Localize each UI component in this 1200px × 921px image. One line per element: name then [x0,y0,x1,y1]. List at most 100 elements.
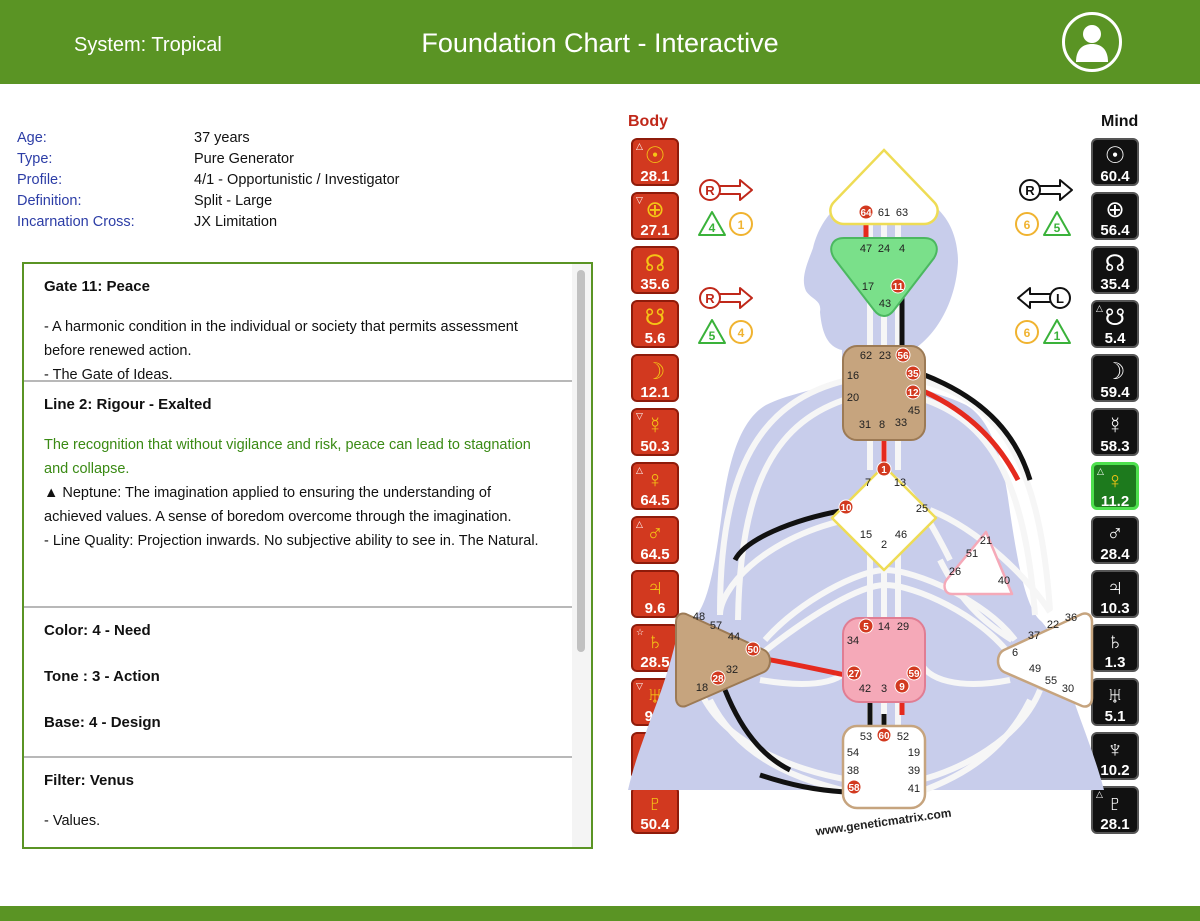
gate-26[interactable]: 26 [949,566,961,578]
gate-2[interactable]: 2 [881,539,887,551]
gate-57[interactable]: 57 [710,620,722,632]
gate-34[interactable]: 34 [847,635,859,647]
gate-4[interactable]: 4 [899,243,905,255]
gate-10[interactable]: 10 [838,499,854,515]
user-avatar-button[interactable] [1062,12,1122,72]
body-saturn-planet[interactable]: ☆♄28.5 [631,624,679,672]
gate-44[interactable]: 44 [728,631,740,643]
body-moon-planet[interactable]: ☽12.1 [631,354,679,402]
body-uranus-planet[interactable]: ▽♅9.2 [631,678,679,726]
body-sun-planet[interactable]: △☉28.1 [631,138,679,186]
gate-36[interactable]: 36 [1065,612,1077,624]
mind-neptune-planet[interactable]: ♆10.2 [1091,732,1139,780]
mind-moon-planet[interactable]: ☽59.4 [1091,354,1139,402]
gate-3[interactable]: 3 [881,683,887,695]
gate-7[interactable]: 7 [865,477,871,489]
gate-11[interactable]: 11 [890,278,906,294]
gate-14[interactable]: 14 [878,621,890,633]
gate-27[interactable]: 27 [846,665,862,681]
body-north-node-planet[interactable]: ☊35.6 [631,246,679,294]
gate-53[interactable]: 53 [860,731,872,743]
gate-30[interactable]: 30 [1062,683,1074,695]
gate-38[interactable]: 38 [847,765,859,777]
gate-5[interactable]: 5 [858,618,874,634]
details-scrollbar[interactable] [572,264,591,847]
body-neptune-planet[interactable]: ♆11.5 [631,732,679,780]
gate-19[interactable]: 19 [908,747,920,759]
body-venus-planet[interactable]: △♀64.5 [631,462,679,510]
gate-15[interactable]: 15 [860,529,872,541]
body-earth-planet[interactable]: ▽⊕27.1 [631,192,679,240]
gate-24[interactable]: 24 [878,243,890,255]
scrollbar-thumb[interactable] [577,270,585,652]
gate-55[interactable]: 55 [1045,675,1057,687]
gate-48[interactable]: 48 [693,611,705,623]
body-pluto-planet[interactable]: ♇50.4 [631,786,679,834]
gate-63[interactable]: 63 [896,207,908,219]
body-south-node-planet[interactable]: ☋5.6 [631,300,679,348]
mind-uranus-planet[interactable]: ♅5.1 [1091,678,1139,726]
gate-45[interactable]: 45 [908,405,920,417]
gate-41[interactable]: 41 [908,783,920,795]
gate-42[interactable]: 42 [859,683,871,695]
mind-north-node-planet[interactable]: ☊35.4 [1091,246,1139,294]
mind-venus-planet[interactable]: △♀11.2 [1091,462,1139,510]
gate-12[interactable]: 12 [905,384,921,400]
gate-58[interactable]: 58 [846,779,862,795]
mind-south-node-planet[interactable]: △☋5.4 [1091,300,1139,348]
gate-39[interactable]: 39 [908,765,920,777]
gate-6[interactable]: 6 [1012,647,1018,659]
mind-jupiter-planet[interactable]: ♃10.3 [1091,570,1139,618]
gate-50[interactable]: 50 [745,641,761,657]
gate-35[interactable]: 35 [905,365,921,381]
gate-49[interactable]: 49 [1029,663,1041,675]
gate-29[interactable]: 29 [897,621,909,633]
gate-52[interactable]: 52 [897,731,909,743]
mind-earth-planet[interactable]: ⊕56.4 [1091,192,1139,240]
gate-47[interactable]: 47 [860,243,872,255]
gate-28[interactable]: 28 [710,670,726,686]
gate-51[interactable]: 51 [966,548,978,560]
gate-61[interactable]: 61 [878,207,890,219]
gate-1[interactable]: 1 [876,461,892,477]
details-scroll-area[interactable]: Gate 11: Peace - A harmonic condition in… [24,264,572,847]
gate-62[interactable]: 62 [860,350,872,362]
gate-9[interactable]: 9 [894,678,910,694]
gate-32[interactable]: 32 [726,664,738,676]
gate-23[interactable]: 23 [879,350,891,362]
gate-54[interactable]: 54 [847,747,859,759]
gate-18[interactable]: 18 [696,682,708,694]
gate-25[interactable]: 25 [916,503,928,515]
gate-16[interactable]: 16 [847,370,859,382]
arrow-triangle-number: 1 [1054,329,1061,343]
gate-43[interactable]: 43 [879,298,891,310]
mind-sun-planet[interactable]: ☉60.4 [1091,138,1139,186]
gate-64[interactable]: 64 [858,204,874,220]
gate-20[interactable]: 20 [847,392,859,404]
mind-mercury-planet[interactable]: ☿58.3 [1091,408,1139,456]
gate-40[interactable]: 40 [998,575,1010,587]
gate-8[interactable]: 8 [879,419,885,431]
gate-22[interactable]: 22 [1047,619,1059,631]
gate-31[interactable]: 31 [859,419,871,431]
gate-33[interactable]: 33 [895,417,907,429]
mind-pluto-planet[interactable]: △♇28.1 [1091,786,1139,834]
gate-56[interactable]: 56 [895,347,911,363]
mind-mars-planet[interactable]: ♂28.4 [1091,516,1139,564]
gate-17[interactable]: 17 [862,281,874,293]
gate-37[interactable]: 37 [1028,630,1040,642]
body-mars-planet[interactable]: △♂64.5 [631,516,679,564]
body-mercury-planet[interactable]: ▽☿50.3 [631,408,679,456]
gate-46[interactable]: 46 [895,529,907,541]
gate-13[interactable]: 13 [894,477,906,489]
gate-60[interactable]: 60 [876,727,892,743]
gate-59[interactable]: 59 [906,665,922,681]
gate-21[interactable]: 21 [980,535,992,547]
line-title: Line 2: Rigour - Exalted [44,396,212,413]
mind-saturn-planet[interactable]: ♄1.3 [1091,624,1139,672]
body-jupiter-planet[interactable]: ♃9.6 [631,570,679,618]
